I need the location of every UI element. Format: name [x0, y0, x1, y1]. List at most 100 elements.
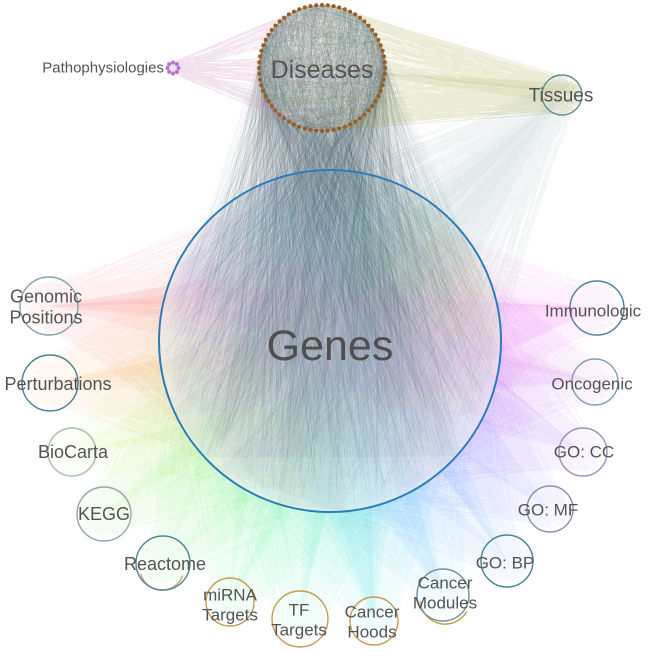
- wedge-diseases-genes: [205, 68, 456, 458]
- node-immunologic[interactable]: [569, 280, 625, 336]
- ring-dot: [337, 126, 342, 131]
- node-label-immunologic: Immunologic: [545, 302, 642, 321]
- ring-dot: [258, 77, 263, 82]
- ring-dot: [308, 4, 313, 9]
- label-line: Perturbations: [4, 374, 111, 394]
- node-genomic_positions[interactable]: [19, 276, 79, 336]
- node-go_bp[interactable]: [480, 534, 534, 588]
- layer-wedges-top: [167, 68, 582, 512]
- node-biocarta[interactable]: [47, 427, 97, 477]
- node-label-reactome: Reactome: [124, 554, 206, 574]
- node-label-oncogenic: Oncogenic: [551, 375, 633, 394]
- ring-dot: [165, 66, 170, 70]
- node-cancer_modules[interactable]: [416, 568, 470, 622]
- ring-dot: [358, 116, 362, 121]
- label-line: Tissues: [529, 86, 594, 107]
- ring-dot: [320, 3, 324, 7]
- ring-dot: [257, 60, 262, 65]
- ring-dot: [167, 69, 172, 74]
- ring-dot: [348, 9, 353, 14]
- wedge-diseases-tissues: [322, 68, 582, 95]
- ring-dot: [366, 23, 371, 28]
- label-line: Reactome: [124, 554, 206, 574]
- node-cancer_hoods[interactable]: [349, 596, 399, 646]
- label-line: Diseases: [271, 56, 374, 84]
- node-label-pathophysiologies: Pathophysiologies: [42, 60, 164, 77]
- ring-dot: [314, 128, 319, 133]
- ring-dot: [380, 83, 385, 88]
- ring-dot: [353, 119, 358, 124]
- layer-labels: Genes Diseases PathophysiologiesTissuesGen…: [4, 56, 641, 642]
- label-line: BioCarta: [38, 442, 109, 462]
- ring-dot: [282, 116, 286, 121]
- node-mirna_targets[interactable]: [205, 577, 255, 627]
- node-diseases[interactable]: [257, 3, 387, 133]
- edges-diseases-diseases: [258, 4, 386, 132]
- ring-dot: [348, 122, 353, 127]
- ring-dot: [261, 43, 266, 48]
- label-line: Genomic: [10, 286, 82, 306]
- label-line: Positions: [9, 308, 82, 328]
- ring-dot: [325, 3, 330, 8]
- ring-dot: [259, 83, 264, 88]
- label-line: miRNA: [203, 585, 257, 604]
- ring-dot: [269, 104, 274, 108]
- ring-dot: [273, 108, 278, 113]
- ring-dot: [273, 23, 278, 28]
- node-pathophysiologies[interactable]: [165, 60, 181, 76]
- layer-mute: [159, 170, 501, 512]
- ring-dot: [382, 60, 387, 65]
- edges-diseases-genes: [165, 4, 498, 508]
- edges-diseases-tissues: [258, 4, 581, 132]
- ring-dot: [342, 7, 347, 12]
- ring-dot: [257, 66, 261, 70]
- label-line: Targets: [202, 606, 258, 625]
- node-tissues[interactable]: [541, 74, 583, 116]
- node-label-genes: Genes: [267, 322, 394, 370]
- node-label-diseases: Diseases: [271, 56, 374, 84]
- ring-dot: [257, 71, 262, 76]
- node-go_mf[interactable]: [526, 485, 574, 533]
- node-label-go_bp: GO: BP: [476, 554, 535, 573]
- ring-dot: [366, 108, 371, 113]
- ring-dot: [259, 48, 264, 53]
- node-label-biocarta: BioCarta: [38, 442, 109, 462]
- ring-dot: [258, 54, 263, 59]
- ring-dot: [297, 7, 302, 12]
- ring-dot: [291, 122, 296, 127]
- node-kegg[interactable]: [76, 486, 132, 542]
- node-tf_targets[interactable]: [271, 590, 329, 648]
- ring-dot: [277, 112, 282, 117]
- ring-dot: [381, 54, 386, 59]
- ring-dot: [320, 129, 324, 133]
- node-label-tissues: Tissues: [529, 86, 594, 107]
- label-line: Cancer: [418, 573, 473, 592]
- ring-dot: [266, 99, 271, 104]
- ring-dot: [297, 124, 302, 129]
- edges-diseases-pathophysiologies: [167, 4, 386, 132]
- node-oncogenic[interactable]: [571, 358, 619, 406]
- ring-dot: [381, 77, 386, 82]
- label-line: Targets: [271, 621, 327, 640]
- node-perturbations[interactable]: [21, 354, 79, 412]
- node-label-tf_targets: TF Targets: [271, 600, 327, 639]
- ring-dot: [353, 12, 358, 17]
- node-go_cc[interactable]: [558, 427, 608, 477]
- node-genes[interactable]: [158, 169, 502, 513]
- wedge-diseases-pathophysiologies: [167, 68, 322, 72]
- ring-dot: [302, 126, 307, 131]
- ring-dot: [331, 127, 336, 132]
- node-reactome[interactable]: [135, 535, 191, 591]
- label-line: TF: [289, 600, 310, 619]
- ring-dot: [291, 9, 296, 14]
- ring-dot: [263, 37, 268, 42]
- ring-dot: [362, 112, 367, 117]
- label-line: Modules: [413, 594, 477, 613]
- label-line: GO: BP: [476, 554, 535, 573]
- ring-dot: [263, 94, 268, 99]
- ring-dot: [358, 15, 362, 20]
- ring-dot: [376, 37, 381, 42]
- layer-nodes: [19, 3, 625, 648]
